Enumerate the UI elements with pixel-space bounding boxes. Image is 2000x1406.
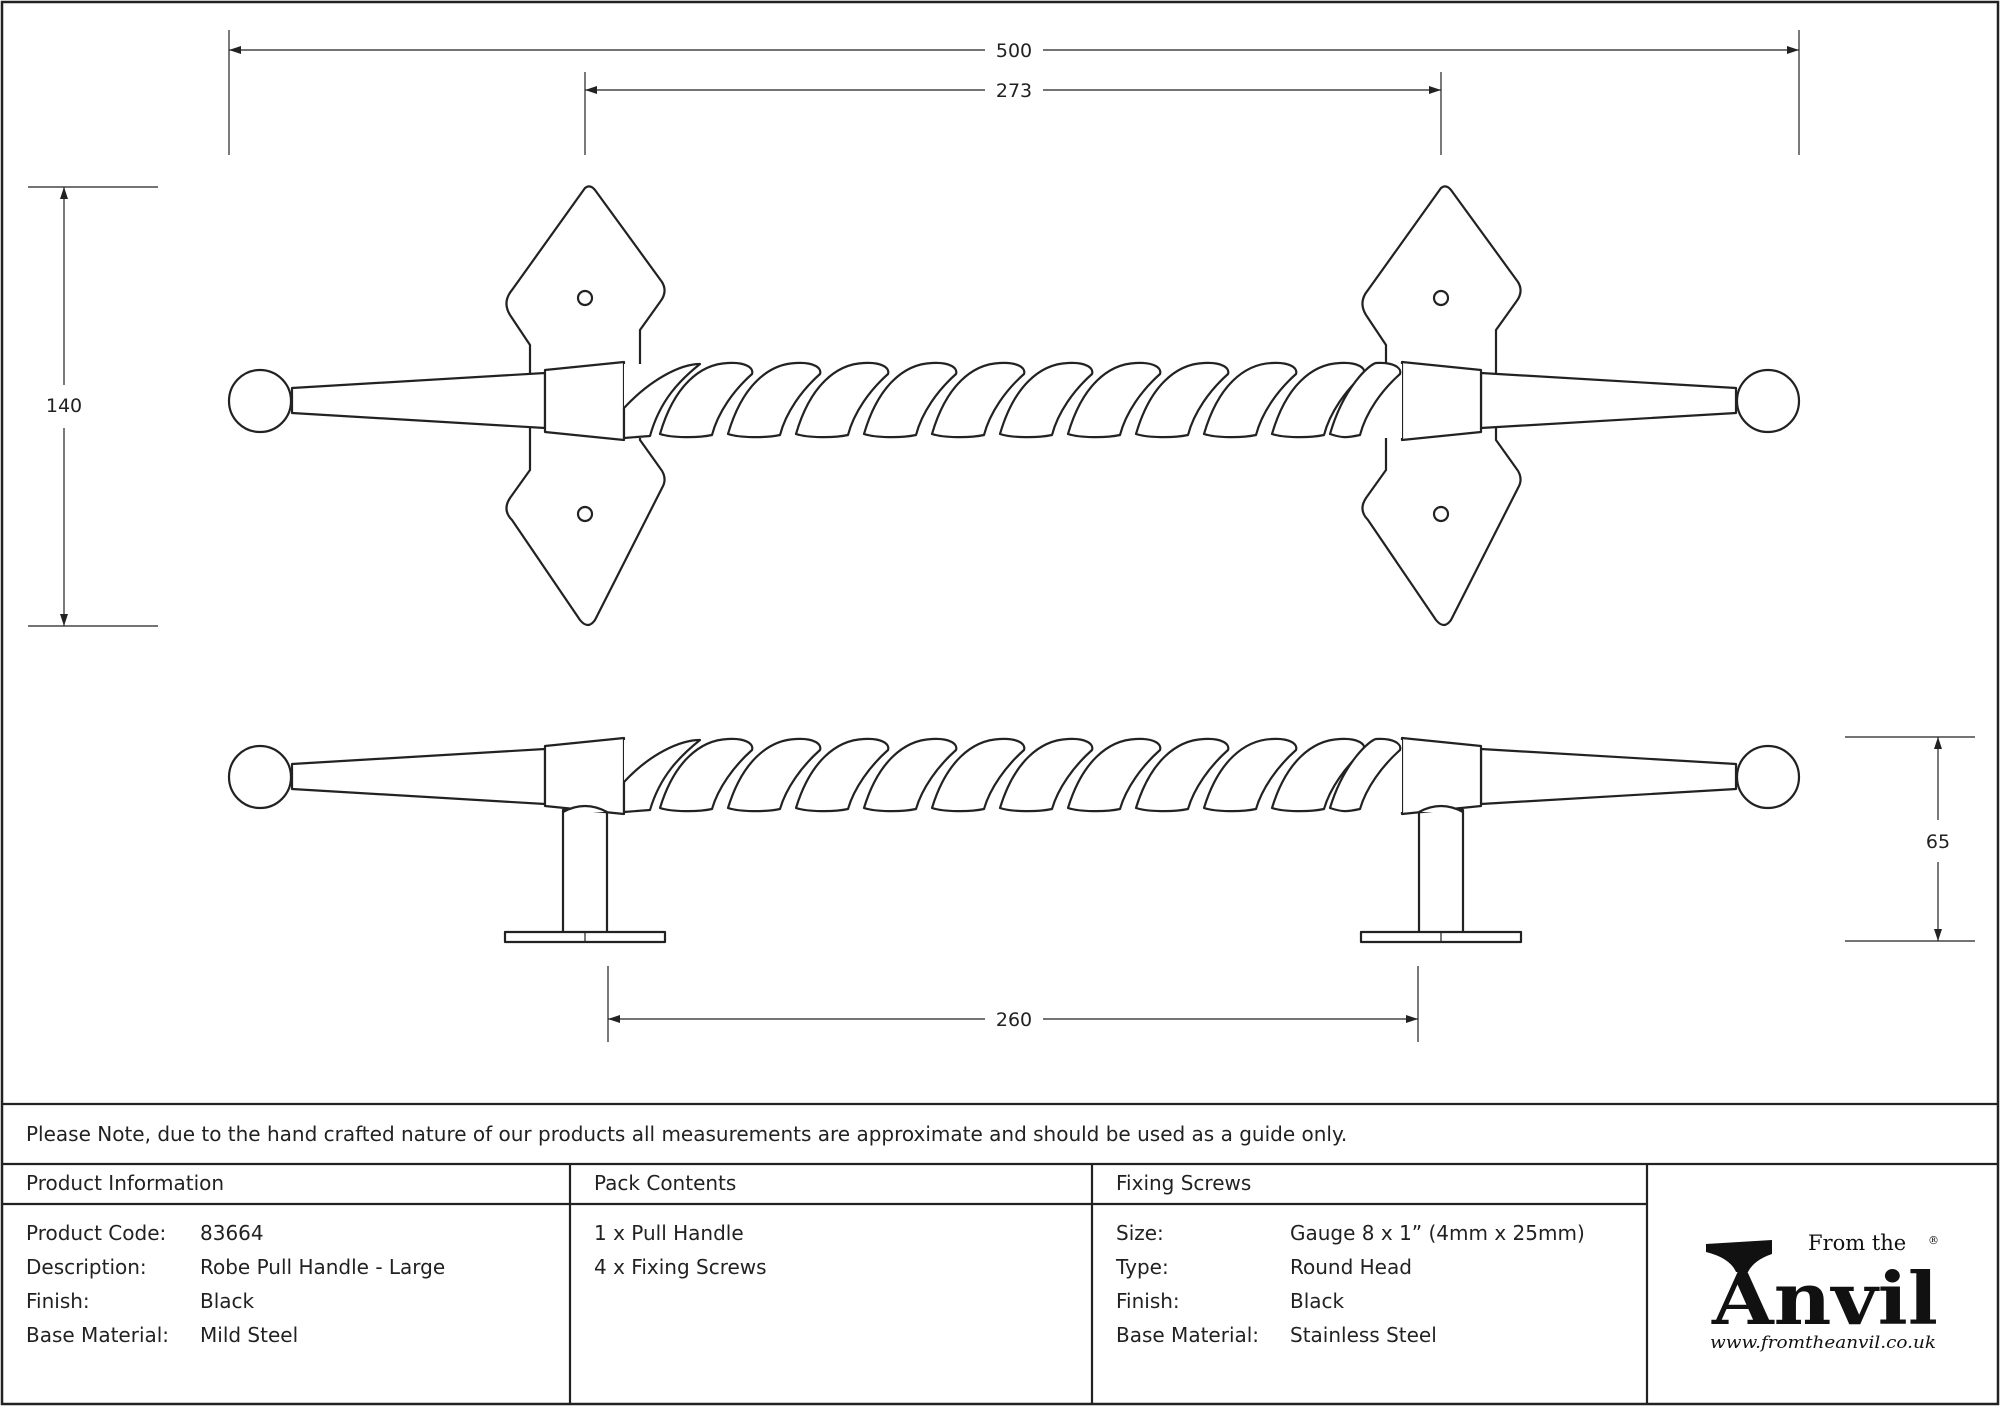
finish-value: Black	[200, 1289, 255, 1313]
screw-base-material-value: Stainless Steel	[1290, 1323, 1437, 1347]
pack-contents-title: Pack Contents	[594, 1171, 737, 1195]
dimension-fixing-centres-side: 260	[607, 966, 1419, 1042]
twist-lobe	[1066, 361, 1162, 439]
twist-lobe	[930, 361, 1026, 439]
logo-url: www.fromtheanvil.co.uk	[1710, 1333, 1936, 1353]
product-code-label: Product Code:	[26, 1221, 167, 1245]
screw-finish-value: Black	[1290, 1289, 1345, 1313]
twist-lobe	[726, 737, 822, 813]
info-footer: Please Note, due to the hand crafted nat…	[2, 1104, 1998, 1404]
twist-lobe	[1202, 361, 1298, 439]
dim-label-260: 260	[996, 1009, 1032, 1031]
screw-size-label: Size:	[1116, 1221, 1164, 1245]
twist-lobe	[1328, 737, 1402, 813]
dimension-projection: 65	[1845, 736, 1975, 942]
twist-lobe	[794, 737, 890, 813]
right-standoff	[1417, 808, 1465, 940]
info-table-lines	[2, 1102, 1998, 1404]
twist-lobe	[1134, 737, 1230, 813]
dim-label-65: 65	[1926, 831, 1950, 853]
twist-lobe	[998, 361, 1094, 439]
screw-finish-label: Finish:	[1116, 1289, 1180, 1313]
pack-item: 4 x Fixing Screws	[594, 1255, 767, 1279]
dimension-plate-height: 140	[28, 186, 158, 627]
anvil-icon	[1706, 1240, 1772, 1272]
twist-lobe	[998, 737, 1094, 813]
left-finial-knob	[227, 368, 293, 434]
twist-lobe	[1134, 361, 1230, 439]
left-collar	[543, 360, 626, 442]
pack-item: 1 x Pull Handle	[594, 1221, 744, 1245]
dimension-overall-length: 500	[228, 30, 1800, 155]
front-view-handle	[227, 185, 1801, 627]
finish-label: Finish:	[26, 1289, 90, 1313]
fixing-screws-title: Fixing Screws	[1116, 1171, 1252, 1195]
twisted-bar-front	[622, 361, 1402, 440]
product-information-title: Product Information	[26, 1171, 225, 1195]
twist-lobe	[862, 737, 958, 813]
left-finial-knob-side	[227, 744, 293, 810]
twist-lobe	[1202, 737, 1298, 813]
dim-label-140: 140	[46, 395, 82, 417]
twist-lobe	[1328, 361, 1402, 439]
dim-label-273: 273	[996, 80, 1032, 102]
logo-from-the: From the	[1808, 1231, 1906, 1255]
screw-type-label: Type:	[1116, 1255, 1169, 1279]
twist-lobe	[658, 737, 754, 813]
right-finial-knob-side	[1735, 744, 1801, 810]
screw-type-value: Round Head	[1290, 1255, 1412, 1279]
twist-lobe	[726, 361, 822, 439]
dim-label-500: 500	[996, 40, 1032, 62]
twisted-bar-side	[622, 737, 1402, 814]
from-the-anvil-logo: From the ® Anvil www.fromtheanvil.co.uk	[1706, 1231, 1939, 1353]
twist-lobe	[794, 361, 890, 439]
description-value: Robe Pull Handle - Large	[200, 1255, 446, 1279]
side-view-handle	[227, 736, 1801, 944]
twist-lobe	[658, 361, 754, 439]
measurement-note: Please Note, due to the hand crafted nat…	[26, 1122, 1348, 1146]
twist-lobe	[1066, 737, 1162, 813]
description-label: Description:	[26, 1255, 147, 1279]
screw-size-value: Gauge 8 x 1” (4mm x 25mm)	[1290, 1221, 1585, 1245]
twist-lobe	[930, 737, 1026, 813]
right-collar	[1400, 360, 1483, 442]
base-material-label: Base Material:	[26, 1323, 170, 1347]
product-code-value: 83664	[200, 1221, 264, 1245]
left-standoff	[561, 808, 609, 940]
logo-registered: ®	[1928, 1234, 1939, 1247]
twist-lobe	[862, 361, 958, 439]
base-material-value: Mild Steel	[200, 1323, 299, 1347]
right-finial-knob	[1735, 368, 1801, 434]
logo-anvil-wordmark: Anvil	[1711, 1256, 1938, 1341]
screw-base-material-label: Base Material:	[1116, 1323, 1260, 1347]
dimension-fixing-centres-top: 273	[584, 72, 1442, 155]
